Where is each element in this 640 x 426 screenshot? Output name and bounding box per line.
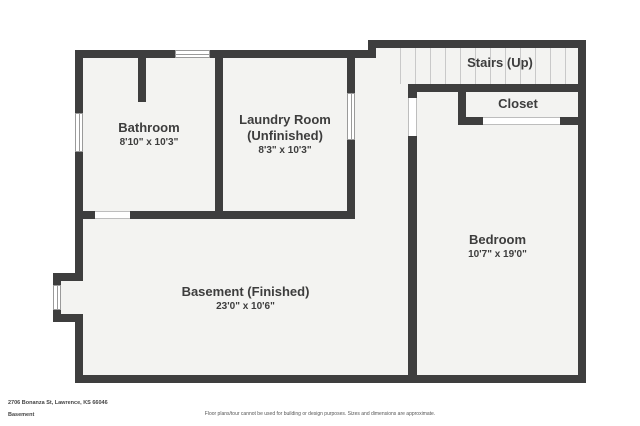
closet-opening (483, 117, 560, 125)
wall (408, 136, 417, 375)
room-dimensions: 10'7" x 19'0" (468, 249, 527, 260)
property-address: 2706 Bonanza St, Lawrence, KS 66046 (8, 400, 108, 406)
wall (215, 58, 223, 219)
wall (75, 50, 376, 58)
wall (130, 211, 355, 219)
room-label-laundry: Laundry Room (Unfinished) 8'3" x 10'3" (223, 112, 347, 158)
room-name: Basement (Finished) (181, 284, 310, 299)
room-dimensions: 8'10" x 10'3" (119, 137, 179, 148)
window (75, 113, 83, 152)
stair-tread (520, 48, 521, 84)
wall (53, 314, 83, 322)
wall (75, 314, 83, 383)
room-label-bedroom: Bedroom 10'7" x 19'0" (417, 232, 578, 262)
stair-tread (400, 48, 401, 84)
stair-tread (445, 48, 446, 84)
stair-tread (460, 48, 461, 84)
wall (75, 50, 83, 281)
wall (408, 84, 578, 92)
window (53, 285, 61, 310)
wall (368, 40, 586, 48)
stair-tread (430, 48, 431, 84)
wall (347, 140, 355, 219)
wall (75, 375, 586, 383)
room-name: Bathroom (118, 120, 180, 135)
room-name: Laundry Room (239, 112, 331, 127)
room-label-basement: Basement (Finished) 23'0" x 10'6" (83, 284, 408, 314)
wall (347, 58, 355, 93)
room-dimensions: 23'0" x 10'6" (216, 301, 275, 312)
room-dimensions: 8'3" x 10'3" (258, 145, 312, 156)
wall (458, 92, 466, 125)
floor-level-label: Basement (8, 412, 35, 418)
stair-tread (505, 48, 506, 84)
disclaimer-text: Floor plans/tour cannot be used for buil… (204, 411, 436, 417)
room-label-stairs: Stairs (Up) (400, 55, 600, 71)
wall (83, 211, 95, 219)
wall (560, 117, 586, 125)
door-opening (408, 98, 417, 136)
wall (368, 40, 376, 58)
stair-tread (565, 48, 566, 84)
door-opening (95, 211, 130, 219)
wall (138, 58, 146, 102)
stair-tread (535, 48, 536, 84)
window (175, 50, 210, 58)
room-label-closet: Closet (466, 96, 570, 112)
room-name-qualifier: (Unfinished) (247, 128, 323, 143)
stair-tread (490, 48, 491, 84)
stair-tread (550, 48, 551, 84)
room-name: Closet (498, 96, 538, 111)
room-name: Bedroom (468, 232, 527, 247)
stair-tread (415, 48, 416, 84)
stair-tread (475, 48, 476, 84)
room-name: Stairs (Up) (467, 55, 533, 70)
room-label-bathroom: Bathroom 8'10" x 10'3" (83, 120, 215, 150)
wall (578, 40, 586, 383)
wall (53, 273, 83, 281)
wall (458, 117, 483, 125)
window (347, 93, 355, 140)
